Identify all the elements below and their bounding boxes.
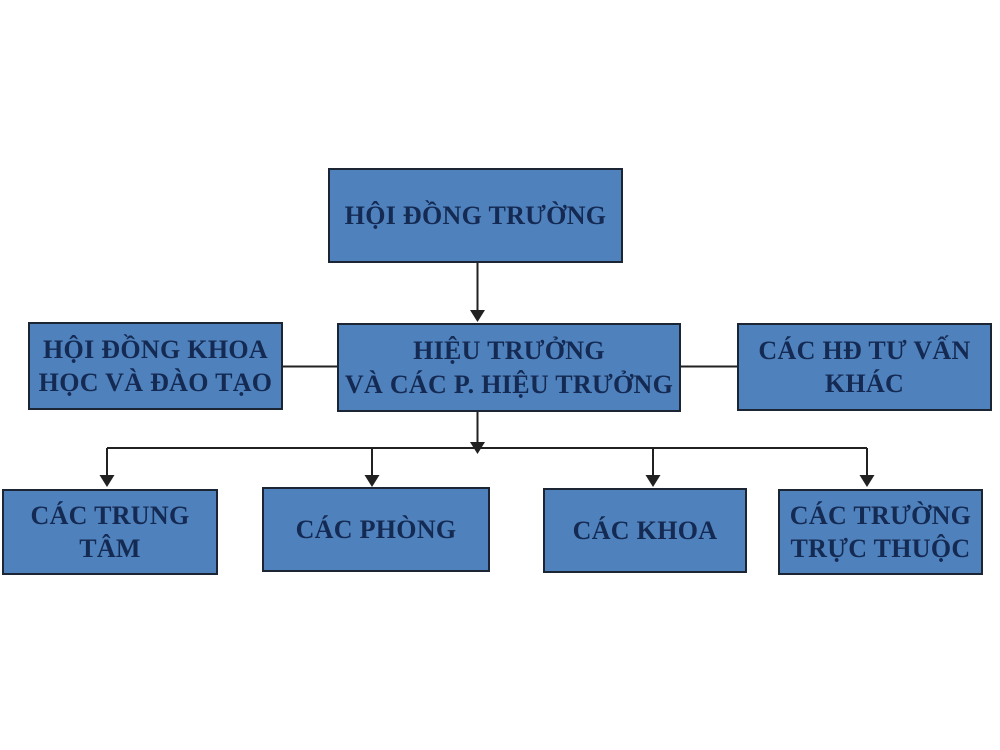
arrowhead-to-cac-phong: [364, 475, 380, 487]
node-cac-trung-tam: CÁC TRUNG TÂM: [2, 489, 218, 575]
node-hoi-dong-truong: HỘI ĐỒNG TRƯỜNG: [328, 168, 623, 263]
node-hoi-dong-khoa-hoc-va-dao-tao: HỘI ĐỒNG KHOA HỌC VÀ ĐÀO TẠO: [28, 322, 283, 410]
node-cac-truong-truc-thuoc: CÁC TRƯỜNG TRỰC THUỘC: [778, 489, 983, 575]
node-cac-phong: CÁC PHÒNG: [262, 487, 490, 572]
arrowhead-to-cac-khoa: [645, 475, 661, 487]
arrowhead-to-cac-truong-truc-thuoc: [859, 475, 875, 487]
arrowhead-to-cac-trung-tam: [99, 475, 115, 487]
arrowhead-rector-to-distribution: [470, 442, 485, 454]
node-cac-khoa: CÁC KHOA: [543, 488, 747, 573]
node-hieu-truong-va-cac-pho-hieu-truong: HIỆU TRƯỞNG VÀ CÁC P. HIỆU TRƯỞNG: [337, 323, 681, 412]
node-cac-hd-tu-van-khac: CÁC HĐ TƯ VẤN KHÁC: [737, 323, 992, 411]
arrowhead-board-to-rector: [470, 310, 485, 322]
